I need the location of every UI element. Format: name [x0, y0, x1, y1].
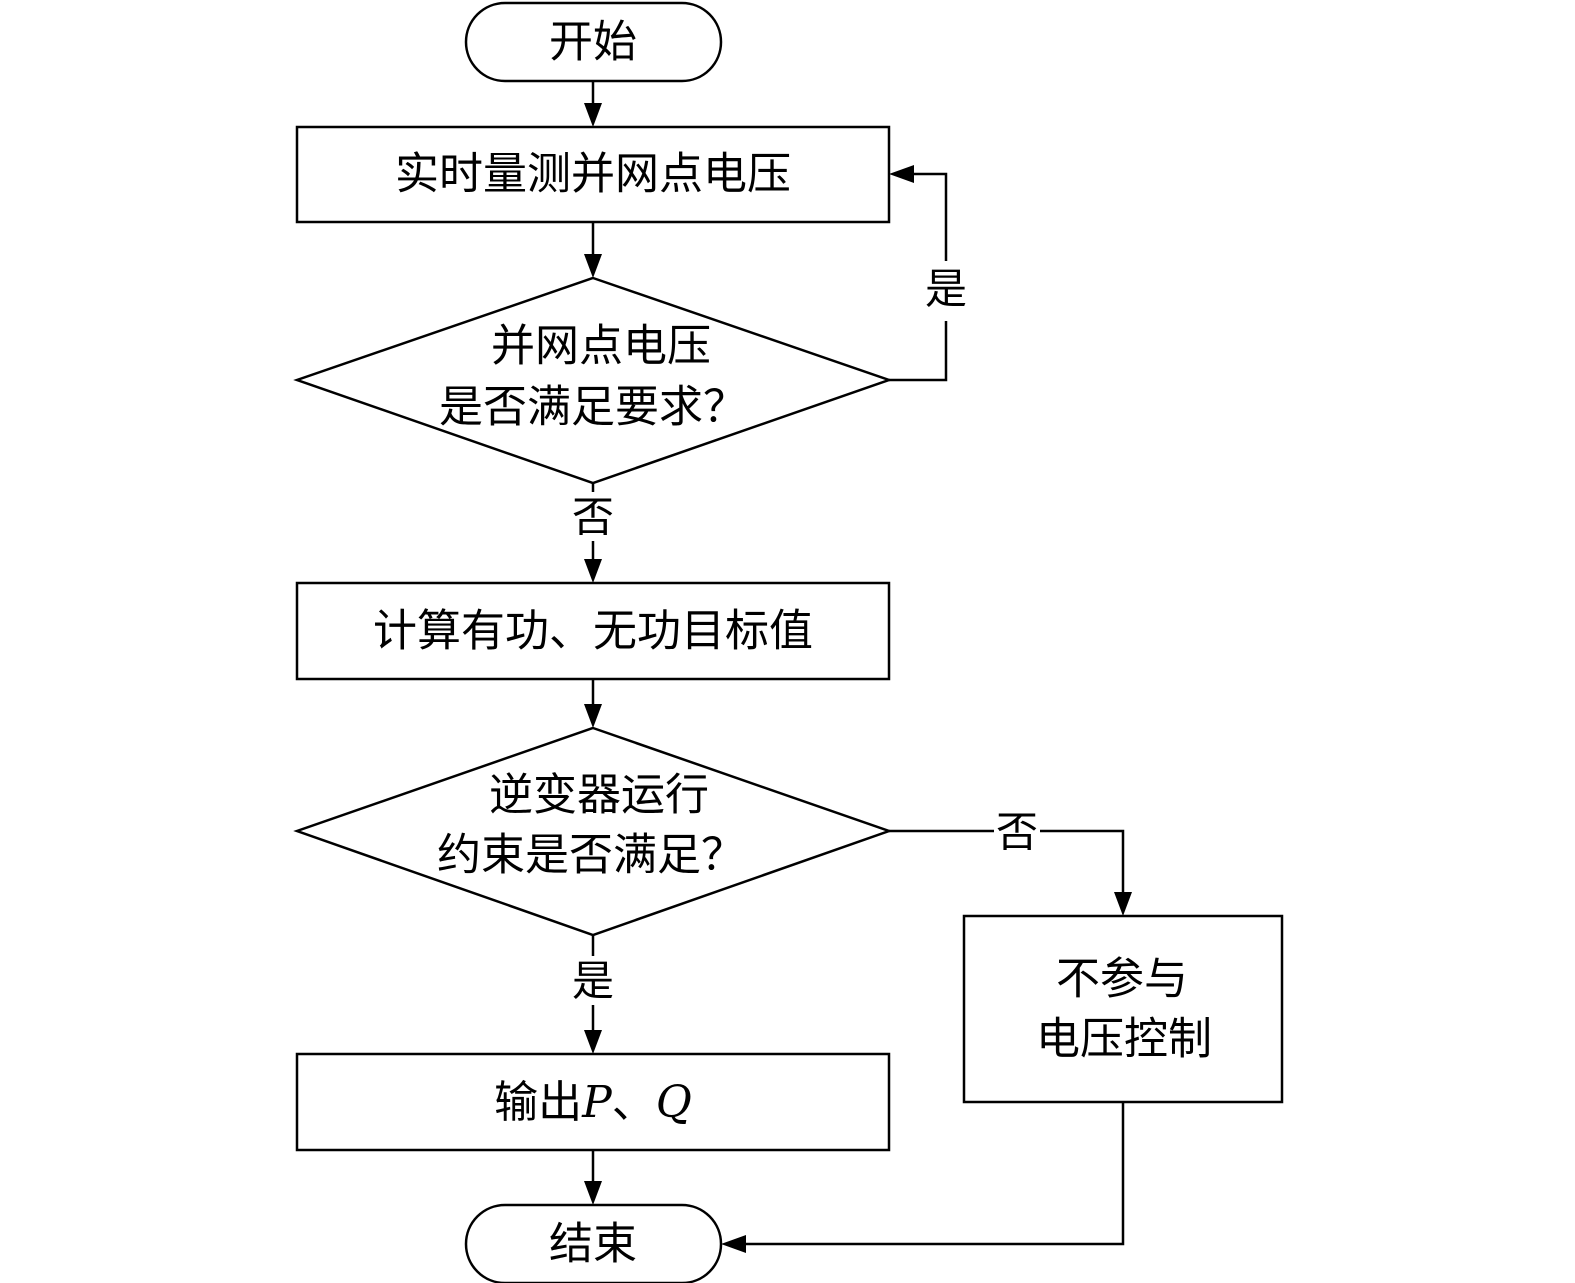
no-participate-line1: 不参与 [1056, 954, 1188, 1005]
edge-start-to-measure [584, 81, 602, 127]
calculate-target-label: 计算有功、无功目标值 [373, 606, 813, 657]
start-label: 开始 [549, 17, 637, 68]
inverter-check-line1: 逆变器运行 [489, 770, 709, 821]
inverter-check-decision: 逆变器运行 约束是否满足？ [293, 726, 893, 937]
calculate-target-box: 计算有功、无功目标值 [295, 581, 891, 681]
measure-voltage-box: 实时量测并网点电压 [295, 125, 891, 224]
end-label: 结束 [549, 1219, 637, 1270]
voltage-no-label: 否 [572, 493, 614, 542]
voltage-yes-label: 是 [925, 265, 967, 314]
start-node: 开始 [464, 1, 723, 83]
output-prefix: 输出 [494, 1077, 582, 1128]
edge-calculate-to-inverter-check [584, 679, 602, 728]
inverter-check-line2: 约束是否满足？ [437, 830, 745, 881]
edge-inverter-yes-to-output: 是 [572, 935, 614, 1054]
output-var-q: Q [656, 1077, 692, 1128]
no-participate-box: 不参与 电压控制 [962, 914, 1284, 1104]
edge-no-participate-to-end [721, 1102, 1125, 1253]
voltage-check-decision: 并网点电压 是否满足要求？ [293, 276, 893, 485]
inverter-yes-label: 是 [572, 957, 614, 1006]
edge-measure-to-voltage-check [584, 222, 602, 278]
output-var-p: P [581, 1077, 613, 1128]
voltage-check-line1: 并网点电压 [491, 321, 711, 372]
output-separator: 、 [612, 1077, 656, 1128]
output-pq-box: 输出P、Q [295, 1052, 891, 1152]
no-participate-line2: 电压控制 [1036, 1014, 1212, 1065]
edge-voltage-yes-loop: 是 [889, 165, 967, 382]
edge-voltage-no-to-calculate: 否 [572, 483, 614, 583]
measure-voltage-label: 实时量测并网点电压 [395, 149, 791, 200]
inverter-no-label: 否 [996, 808, 1038, 857]
edge-inverter-no-to-no-participate: 否 [889, 808, 1132, 916]
end-node: 结束 [464, 1203, 723, 1283]
edge-output-to-end [584, 1150, 602, 1205]
voltage-check-line2: 是否满足要求？ [439, 382, 747, 433]
output-pq-label: 输出P、Q [494, 1077, 692, 1128]
